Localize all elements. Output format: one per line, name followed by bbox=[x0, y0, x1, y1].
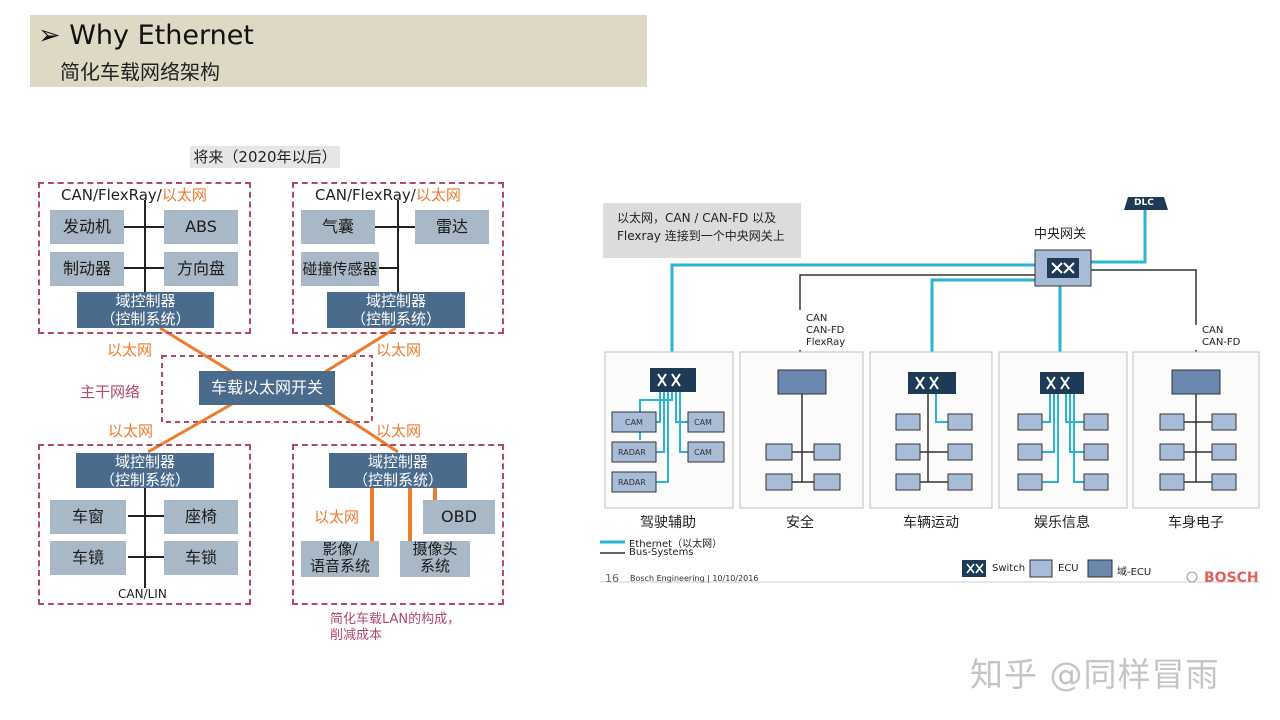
eth-label-tl: 以太网 bbox=[107, 341, 153, 359]
backbone-label: 主干网络 bbox=[80, 383, 141, 401]
br-eth-label: 以太网 bbox=[314, 508, 360, 526]
page-title: ➢ Why Ethernet bbox=[38, 20, 254, 51]
ecu-camera-system: 摄像头系统 bbox=[400, 541, 470, 577]
ecu-lock: 车锁 bbox=[164, 541, 238, 575]
cam-label-2: CAM bbox=[694, 418, 712, 427]
body-domain-ecu bbox=[1171, 369, 1221, 395]
ecu-brake: 制动器 bbox=[50, 252, 124, 286]
ecu-airbag: 气囊 bbox=[301, 210, 375, 244]
eth-label-tr: 以太网 bbox=[376, 341, 422, 359]
page-title-text: Why Ethernet bbox=[69, 20, 254, 51]
title-bar bbox=[30, 15, 647, 87]
column-label-motion: 车辆运动 bbox=[903, 515, 959, 531]
column-label-safety: 安全 bbox=[786, 515, 814, 531]
legend-ecu: ECU bbox=[1058, 563, 1079, 574]
backbone-box bbox=[161, 355, 373, 423]
domain-controller-br: 域控制器（控制系统） bbox=[329, 453, 467, 489]
domain-controller-tl: 域控制器（控制系统） bbox=[77, 292, 214, 328]
eth-label-bl: 以太网 bbox=[108, 422, 154, 440]
column-label-adas: 驾驶辅助 bbox=[640, 515, 696, 531]
ecu-engine: 发动机 bbox=[50, 210, 124, 244]
arrow-bullet-icon: ➢ bbox=[38, 20, 61, 51]
left-diagram-lines bbox=[115, 200, 437, 588]
group-top-right bbox=[292, 182, 504, 334]
dlc-label: DLC bbox=[1134, 198, 1154, 208]
eth-label-br: 以太网 bbox=[376, 422, 422, 440]
watermark: 知乎 @同样冒雨 bbox=[970, 655, 1220, 694]
legend-domain-ecu: 域-ECU bbox=[1117, 567, 1152, 578]
ecu-collision-sensor: 碰撞传感器 bbox=[301, 252, 379, 286]
motion-switch bbox=[908, 372, 956, 394]
ecu-window: 车窗 bbox=[50, 500, 126, 534]
group-bottom-left bbox=[38, 444, 251, 605]
footnote: 简化车载LAN的构成，削减成本 bbox=[330, 612, 461, 643]
column-label-body: 车身电子 bbox=[1168, 515, 1224, 531]
tr-bus-label: CAN/FlexRay/以太网 bbox=[315, 186, 461, 204]
cam-label-3: CAM bbox=[694, 448, 712, 457]
dlc-tag bbox=[1124, 197, 1168, 210]
central-gateway-label: 中央网关 bbox=[1034, 227, 1087, 242]
radar-label-1: RADAR bbox=[618, 448, 646, 457]
ecu-media-voice: 影像/语音系统 bbox=[301, 541, 379, 577]
eth-link-tr bbox=[324, 326, 397, 374]
group-top-left bbox=[38, 182, 251, 334]
footer-text: Bosch Engineering | 10/10/2016 bbox=[630, 574, 759, 583]
bl-bus-label: CAN/LIN bbox=[118, 587, 167, 601]
tl-bus-label: CAN/FlexRay/以太网 bbox=[61, 186, 207, 204]
eth-link-tl bbox=[159, 326, 233, 374]
domain-controller-bl: 域控制器（控制系统） bbox=[76, 453, 214, 489]
legend-bus: Bus-Systems bbox=[629, 547, 694, 558]
vehicle-ethernet-switch: 车载以太网开关 bbox=[199, 371, 335, 405]
domain-controller-tr: 域控制器（控制系统） bbox=[327, 292, 465, 328]
ecu-abs: ABS bbox=[164, 210, 238, 244]
ecu-seat: 座椅 bbox=[164, 500, 238, 534]
page-number: 16 bbox=[605, 572, 619, 585]
radar-label-2: RADAR bbox=[618, 478, 646, 487]
ecu-mirror: 车镜 bbox=[50, 541, 126, 575]
infotainment-switch bbox=[1040, 372, 1084, 394]
ecu-radar: 雷达 bbox=[415, 210, 489, 244]
adas-switch bbox=[650, 368, 696, 392]
page-subtitle: 简化车载网络架构 bbox=[60, 60, 220, 84]
cam-label-1: CAM bbox=[625, 418, 643, 427]
safety-domain-ecu bbox=[777, 369, 827, 395]
group-bottom-right bbox=[292, 444, 504, 605]
legend-ethernet: Ethernet（以太网） bbox=[629, 539, 723, 550]
bosch-brand: BOSCH bbox=[1204, 570, 1259, 584]
legend-switch-icon bbox=[962, 560, 986, 577]
ecu-steering: 方向盘 bbox=[164, 252, 238, 286]
column-label-infotainment: 娱乐信息 bbox=[1034, 515, 1090, 531]
ecu-obd: OBD bbox=[423, 500, 495, 534]
legend-switch: Switch bbox=[992, 563, 1026, 574]
future-label: 将来（2020年以后） bbox=[190, 146, 340, 168]
